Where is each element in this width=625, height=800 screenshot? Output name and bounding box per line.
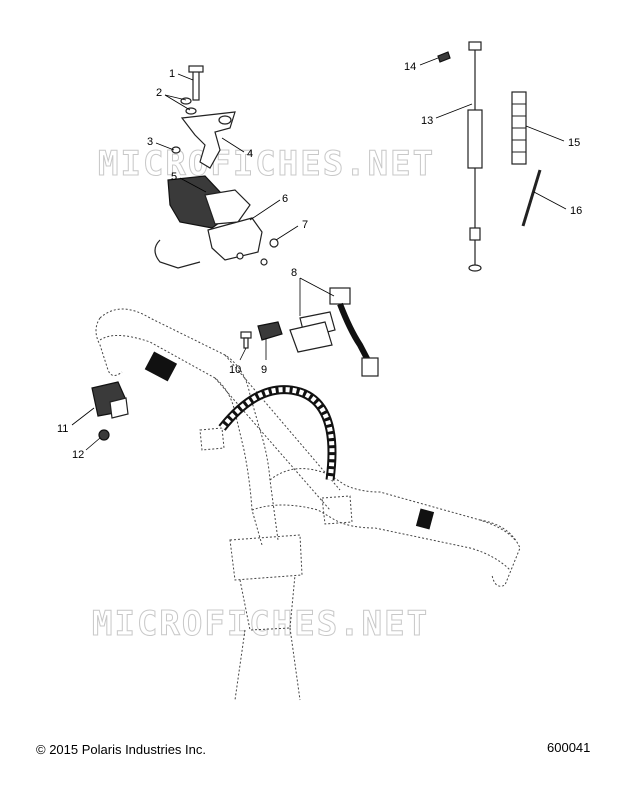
part-9-bracket bbox=[257, 321, 283, 341]
part-13-cable bbox=[467, 41, 483, 272]
callout-9: 9 bbox=[261, 364, 267, 376]
watermark-top: MICROFICHES.NET bbox=[98, 144, 435, 184]
watermark-bottom: MICROFICHES.NET bbox=[92, 604, 429, 644]
part-11-clamp bbox=[91, 381, 129, 419]
handlebar bbox=[95, 308, 521, 701]
part-7-screw bbox=[269, 238, 279, 248]
callout-13: 13 bbox=[421, 115, 433, 127]
callout-12: 12 bbox=[72, 449, 84, 461]
part-15-roll bbox=[511, 91, 527, 165]
part-3-nut bbox=[171, 146, 181, 154]
callout-16: 16 bbox=[570, 205, 582, 217]
part-6-clamp bbox=[207, 217, 268, 266]
callout-7: 7 bbox=[302, 219, 308, 231]
part-12-nut bbox=[98, 429, 110, 441]
part-10-bolt bbox=[240, 331, 252, 349]
part-8-switch bbox=[289, 287, 379, 377]
callout-8: 8 bbox=[291, 267, 297, 279]
callout-4: 4 bbox=[247, 148, 253, 160]
diagram-id: 600041 bbox=[547, 740, 591, 755]
wiring-harness bbox=[218, 385, 337, 481]
part-14-clip bbox=[437, 51, 451, 63]
callout-3: 3 bbox=[147, 136, 153, 148]
leader-lines bbox=[71, 57, 567, 451]
part-4-bracket bbox=[180, 111, 236, 169]
callout-14: 14 bbox=[404, 61, 416, 73]
part-1-bolt bbox=[188, 65, 204, 101]
part-5-master-cylinder bbox=[154, 175, 251, 269]
callout-5: 5 bbox=[171, 171, 177, 183]
callout-1: 1 bbox=[169, 68, 175, 80]
copyright-notice: © 2015 Polaris Industries Inc. bbox=[36, 742, 206, 757]
callout-15: 15 bbox=[568, 137, 580, 149]
callout-2: 2 bbox=[156, 87, 162, 99]
callout-6: 6 bbox=[282, 193, 288, 205]
callout-11: 11 bbox=[57, 423, 68, 435]
part-16-rod bbox=[521, 169, 542, 227]
callout-10: 10 bbox=[229, 364, 241, 376]
